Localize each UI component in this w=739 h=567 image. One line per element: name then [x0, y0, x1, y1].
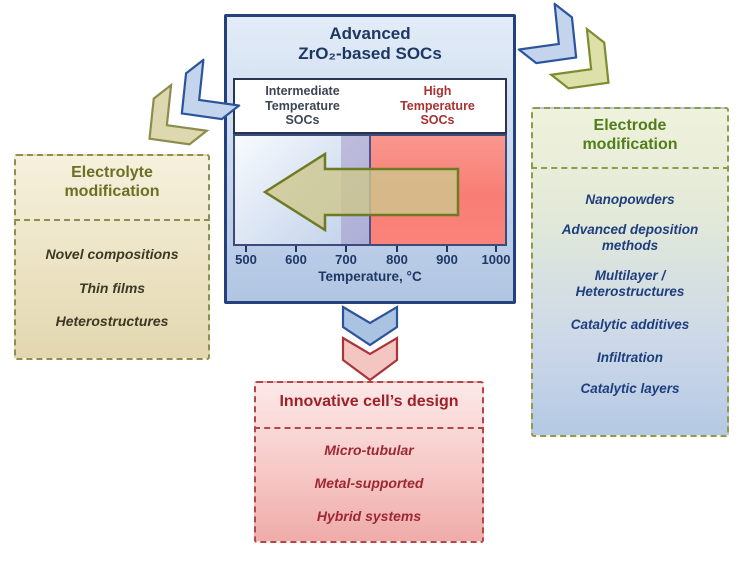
list-item: Infiltration [597, 350, 663, 365]
list-item: Micro-tubular [324, 442, 414, 458]
double-chevron-left-icon [148, 57, 242, 146]
axis-tick [245, 246, 247, 252]
axis-title: Temperature, °C [318, 269, 422, 284]
list-item: Thin films [78, 280, 146, 296]
list-item: Catalytic additives [570, 317, 690, 332]
design-box-title: Innovative cell’s design [279, 393, 459, 410]
axis-tick-label: 900 [436, 252, 458, 267]
innovative-cell-design-box: Innovative cell’s design Micro-tubular M… [254, 381, 484, 543]
divider [14, 219, 210, 221]
list-item: Hybrid systems [316, 508, 422, 524]
advanced-socs-panel: Advanced ZrO₂-based SOCs Intermediate Te… [224, 14, 516, 304]
axis-tick-label: 1000 [481, 252, 511, 267]
axis-tick [345, 246, 347, 252]
high-temperature-label: High Temperature SOCs [400, 83, 475, 128]
electrode-box-title: Electrode modification [582, 117, 678, 153]
temperature-plot [233, 134, 507, 246]
list-item: Heterostructures [55, 313, 169, 329]
axis-tick-label: 700 [335, 252, 357, 267]
list-item: Advanced deposition methods [561, 222, 699, 254]
temperature-labels-box: Intermediate Temperature SOCs High Tempe… [233, 78, 507, 134]
axis-tick [396, 246, 398, 252]
list-item: Metal-supported [314, 475, 424, 491]
double-chevron-down-icon [341, 305, 399, 382]
list-item: Catalytic layers [580, 381, 680, 396]
electrode-modification-box: Electrode modification Nanopowders Advan… [531, 107, 729, 437]
axis-tick-label: 800 [386, 252, 408, 267]
axis-tick [446, 246, 448, 252]
axis-tick [295, 246, 297, 252]
list-item: Multilayer / Heterostructures [575, 268, 685, 300]
list-item: Nanopowders [585, 192, 675, 207]
electrolyte-box-title: Electrolyte modification [64, 164, 160, 200]
axis-tick [495, 246, 497, 252]
electrolyte-modification-box: Electrolyte modification Novel compositi… [14, 154, 210, 360]
double-chevron-right-icon [516, 1, 610, 90]
panel-title: Advanced ZrO₂-based SOCs [298, 24, 442, 64]
temperature-decrease-arrow-icon [263, 152, 460, 232]
axis-tick-label: 500 [235, 252, 257, 267]
axis-tick-label: 600 [285, 252, 307, 267]
divider [531, 167, 729, 169]
list-item: Novel compositions [45, 246, 179, 262]
divider [254, 427, 484, 429]
intermediate-temperature-label: Intermediate Temperature SOCs [265, 83, 340, 128]
